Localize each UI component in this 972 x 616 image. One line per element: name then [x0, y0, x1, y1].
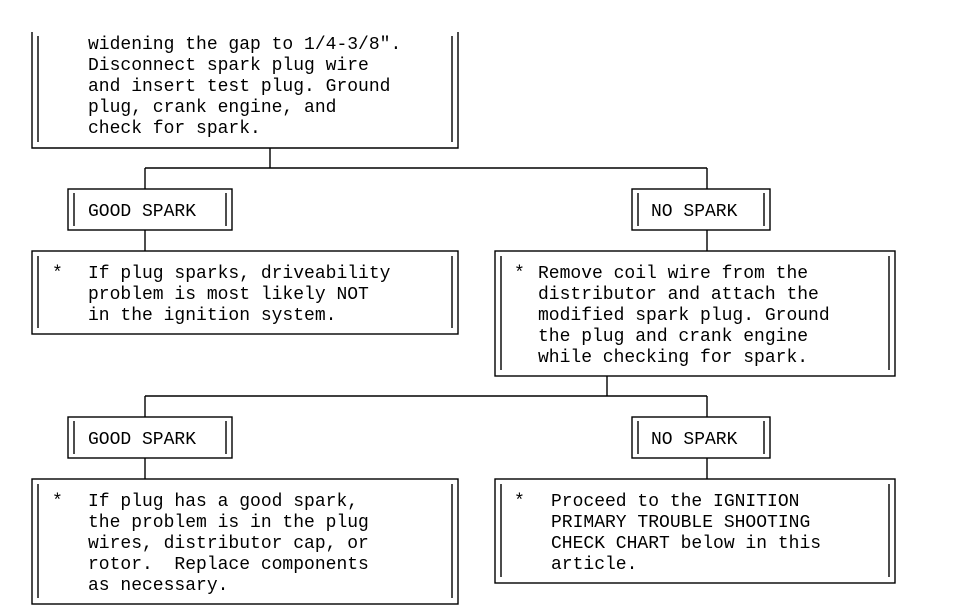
result-line: Proceed to the IGNITION: [551, 492, 799, 512]
result-line: wires, distributor cap, or: [88, 534, 369, 554]
connector-branch-2: [144, 376, 708, 417]
result-line: Remove coil wire from the: [538, 264, 808, 284]
top-step-box: widening the gap to 1/4-3/8". Disconnect…: [31, 32, 459, 149]
good-spark-result-box-2: * If plug has a good spark, the problem …: [31, 478, 459, 605]
result-line: distributor and attach the: [538, 285, 819, 305]
result-line: rotor. Replace components: [88, 555, 369, 575]
good-spark-label-box-1: GOOD SPARK: [67, 188, 233, 231]
no-spark-label-box-2: NO SPARK: [631, 416, 771, 459]
good-spark-label-box-2: GOOD SPARK: [67, 416, 233, 459]
result-line: in the ignition system.: [88, 306, 336, 326]
result-line: the problem is in the plug: [88, 513, 369, 533]
result-line: as necessary.: [88, 576, 228, 596]
bullet-asterisk: *: [514, 492, 525, 512]
top-step-line: and insert test plug. Ground: [88, 77, 390, 97]
top-step-line: check for spark.: [88, 119, 261, 139]
connector-branch-1: [144, 148, 708, 189]
no-spark-label: NO SPARK: [651, 430, 738, 450]
bullet-asterisk: *: [52, 264, 63, 284]
no-spark-result-box-2: * Proceed to the IGNITION PRIMARY TROUBL…: [494, 478, 896, 584]
result-line: modified spark plug. Ground: [538, 306, 830, 326]
no-spark-label-box-1: NO SPARK: [631, 188, 771, 231]
top-step-line: plug, crank engine, and: [88, 98, 336, 118]
good-spark-result-box-1: * If plug sparks, driveability problem i…: [31, 250, 459, 335]
result-line: PRIMARY TROUBLE SHOOTING: [551, 513, 810, 533]
result-line: If plug sparks, driveability: [88, 264, 391, 284]
top-step-line: widening the gap to 1/4-3/8".: [88, 35, 401, 55]
result-line: If plug has a good spark,: [88, 492, 358, 512]
no-spark-label: NO SPARK: [651, 202, 738, 222]
result-line: article.: [551, 555, 637, 575]
bullet-asterisk: *: [514, 264, 525, 284]
good-spark-label: GOOD SPARK: [88, 202, 196, 222]
result-line: while checking for spark.: [538, 348, 808, 368]
result-line: CHECK CHART below in this: [551, 534, 821, 554]
top-step-line: Disconnect spark plug wire: [88, 56, 369, 76]
no-spark-result-box-1: * Remove coil wire from the distributor …: [494, 250, 896, 377]
good-spark-label: GOOD SPARK: [88, 430, 196, 450]
result-line: the plug and crank engine: [538, 327, 808, 347]
bullet-asterisk: *: [52, 492, 63, 512]
result-line: problem is most likely NOT: [88, 285, 369, 305]
